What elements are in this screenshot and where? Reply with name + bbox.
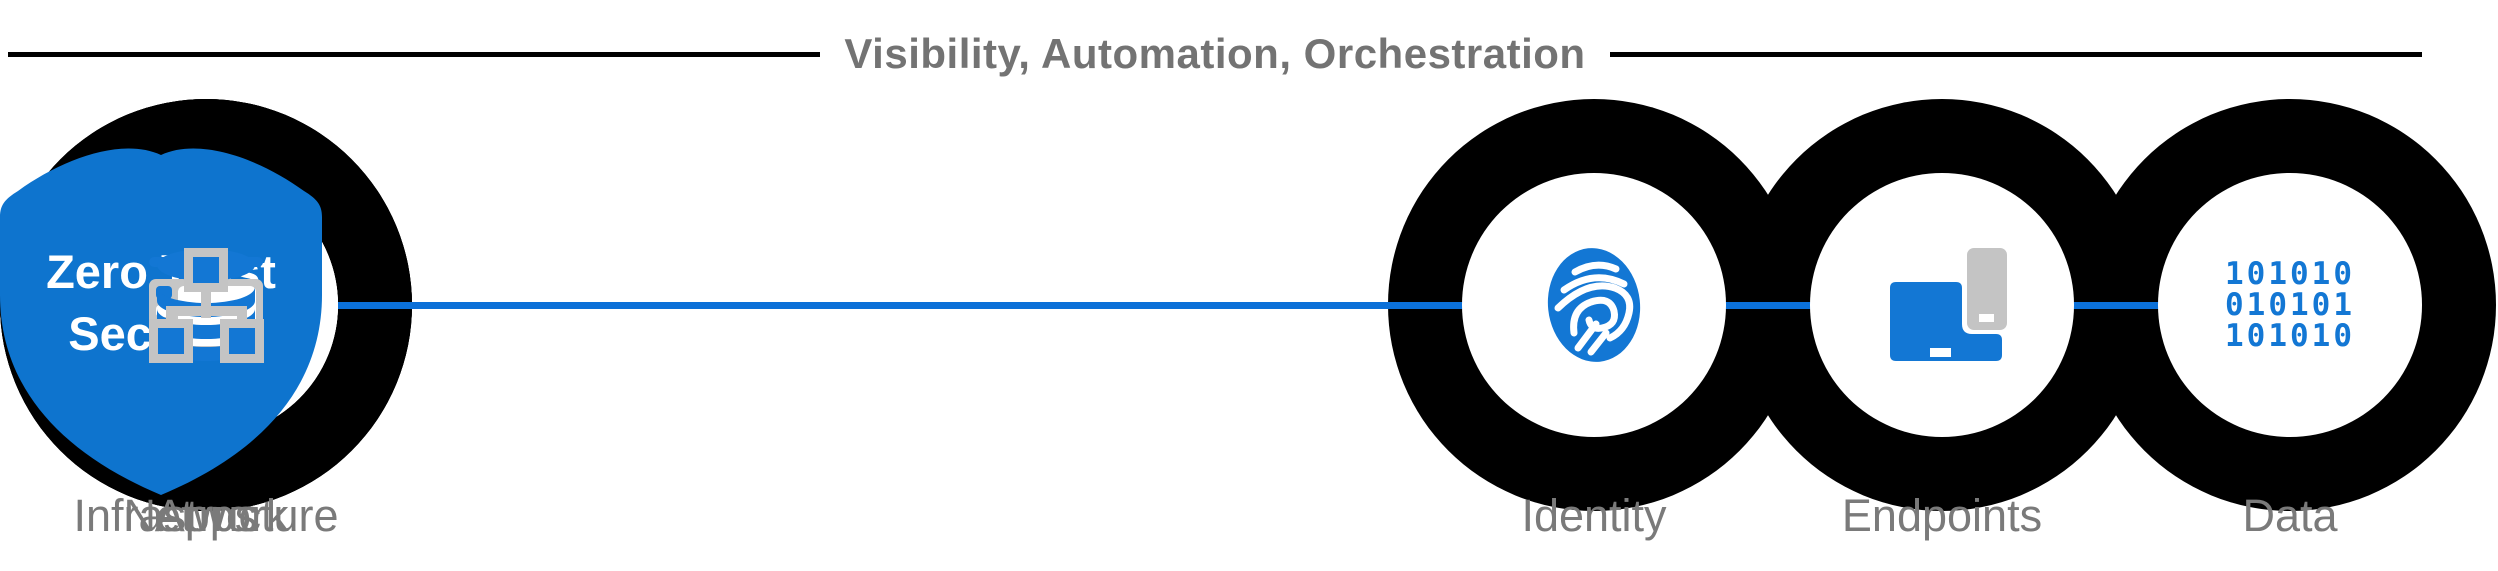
network-tree-icon [148,247,264,363]
node-label-endpoints: Endpoints [1841,490,2043,541]
fingerprint-icon [1547,248,1641,362]
binary-row: 010101 [2225,286,2355,323]
node-label-infrastructure: Infrastructure [73,490,339,541]
title-rule-right [1609,51,2422,57]
connector-line [316,302,2290,309]
diagram-title: Visibility, Automation, Orchestration [844,30,1586,77]
title-rule-left [8,51,821,57]
ring-inner [2158,173,2422,437]
node-identity: Identity [1388,0,1800,571]
node-label-data: Data [2242,490,2338,541]
node-endpoints: Endpoints [1736,0,2148,571]
node-label-identity: Identity [1521,490,1667,541]
binary-code-icon: 101010 010101 101010 [2225,255,2355,354]
binary-row: 101010 [2225,317,2355,354]
title-band: Visibility, Automation, Orchestration [8,30,2422,78]
node-label-network: Network [123,490,289,541]
node-label-apps: Apps [154,490,258,541]
node-data: 101010 010101 101010 Data [2084,0,2496,571]
devices-icon [1890,247,2007,361]
binary-row: 101010 [2225,255,2355,292]
